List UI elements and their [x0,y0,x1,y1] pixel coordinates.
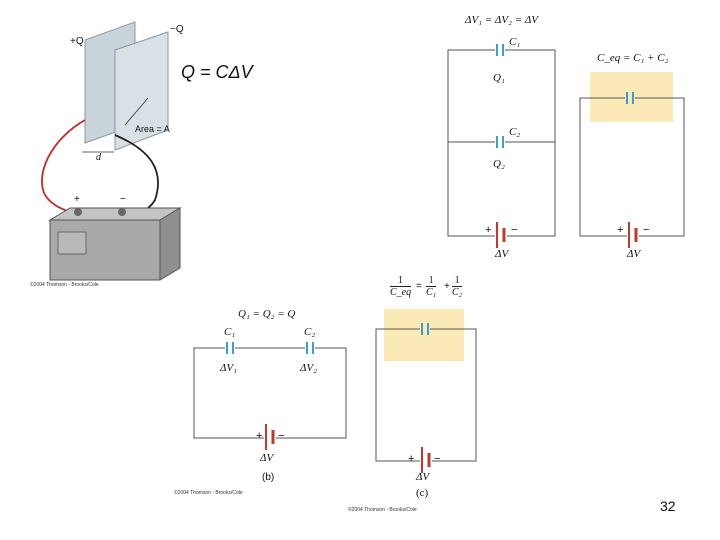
copyright-1: ©2004 Thomson - Brooks/Cole [30,282,99,288]
frac-c2: 1 C₂ [452,275,463,298]
series-plus: + [256,430,263,442]
battery-top [48,207,182,221]
series-part-label: (b) [262,472,275,483]
parallel-circuit-drawing [447,44,685,248]
series-dv1: ΔV₁ [220,362,237,374]
c2-gap [495,139,505,145]
ceq-plus: + [617,224,624,236]
eq-battery-gap [627,232,639,240]
c1-gap [495,47,505,53]
series-eq-battery-gap [420,457,432,465]
series-c2-gap [305,345,315,351]
negative-terminal [118,208,126,216]
series-header: Q₁ = Q₂ = Q [238,308,296,320]
series-circuit-figure: Q₁ = Q₂ = Q C₁ C₂ ΔV₁ ΔV₂ + − ΔV (b) ©20… [172,300,352,505]
series-equivalent-drawing [375,309,477,473]
series-circuit-drawing [193,342,347,450]
battery-label [57,231,87,255]
battery-side [159,207,181,281]
copyright-3: ©2004 Thomson - Brooks/Cole [348,507,417,513]
parallel-header: ΔV₁ = ΔV₂ = ΔV [465,14,539,26]
ceq-gap [625,95,635,101]
negative-plate [114,31,169,151]
distance-label: d [96,152,101,163]
area-pointer [124,97,149,126]
parallel-circuit-figure: ΔV₁ = ΔV₂ = ΔV C₁ Q₁ C₂ Q₂ + − ΔV C_eq =… [445,10,695,268]
capacitor-battery-figure: +Q −Q Area = A d + − ©2004 Thomson - Bro… [30,10,190,292]
series-eq-part-label: (c) [416,487,429,499]
series-ceq-gap [420,326,430,332]
capacitor-battery-drawing [41,21,182,281]
battery-minus: − [120,194,126,205]
plus-q-label: +Q [70,36,84,47]
slide-number: 32 [660,498,676,514]
parallel-q2: Q₂ [493,158,505,170]
frac-ceq: 1 C_eq [390,275,412,298]
parallel-minus: − [511,224,518,236]
series-c1-gap [225,345,235,351]
ceq-dv: ΔV [627,248,641,260]
series-battery-gap [264,434,276,442]
battery-gap [495,232,507,240]
ceq-equation: C_eq = C₁ + C₂ [597,52,669,64]
frac-plus: + [444,281,450,292]
parallel-c2: C₂ [509,126,521,138]
frac-c1: 1 C₁ [426,275,437,298]
series-eq-dv: ΔV [416,471,430,483]
frac-equals: = [416,281,422,292]
series-c2: C₂ [304,326,316,338]
series-eq-plus: + [408,453,415,465]
positive-terminal [74,208,82,216]
minus-q-label: −Q [170,24,184,35]
series-minus: − [278,430,285,442]
series-ceq-highlight [384,309,464,361]
ceq-minus: − [643,224,650,236]
copyright-2: ©2004 Thomson - Brooks/Cole [174,490,243,496]
series-eq-minus: − [434,453,441,465]
series-dv2: ΔV₂ [300,362,317,374]
parallel-dv: ΔV [495,248,509,260]
battery-plus: + [74,194,80,205]
series-equivalent-figure: 1 C_eq = 1 C₁ + 1 C₂ + − ΔV (c) ©2004 Th… [348,265,498,517]
series-loop [193,347,347,439]
parallel-q1: Q₁ [493,72,505,84]
area-label: Area = A [135,124,170,134]
parallel-c1: C₁ [509,36,521,48]
parallel-plus: + [485,224,492,236]
capacitance-formula: Q = CΔV [181,62,253,82]
series-c1: C₁ [224,326,236,338]
series-dv: ΔV [260,452,274,464]
